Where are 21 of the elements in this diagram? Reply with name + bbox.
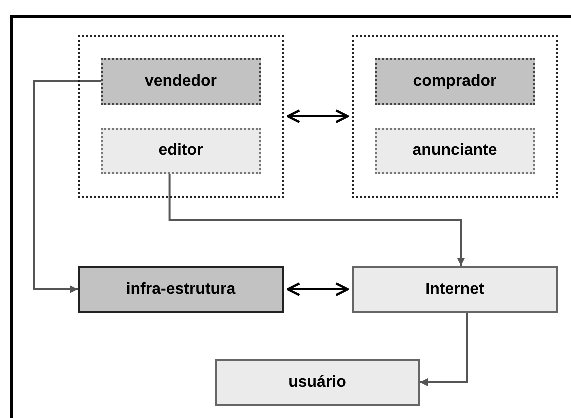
node-label: anunciante [412, 142, 498, 160]
node-label: vendedor [144, 72, 217, 90]
node-label: editor [158, 142, 204, 160]
process-box [375, 58, 535, 105]
process-box [101, 128, 261, 174]
group-frame [78, 35, 284, 198]
process-box [78, 266, 284, 313]
node-label: usuário [288, 374, 346, 392]
double-arrow [286, 282, 350, 296]
process-box [215, 359, 420, 406]
process-box [375, 128, 535, 174]
arrow [420, 313, 468, 386]
arrow [33, 80, 101, 294]
process-box [101, 58, 261, 105]
process-box [352, 266, 558, 313]
arrow [168, 174, 466, 266]
node-label: comprador [413, 72, 497, 90]
node-label: infra-estrutura [126, 280, 236, 298]
node-label: Internet [426, 280, 484, 298]
group-frame [352, 35, 558, 198]
double-arrow [286, 110, 350, 124]
